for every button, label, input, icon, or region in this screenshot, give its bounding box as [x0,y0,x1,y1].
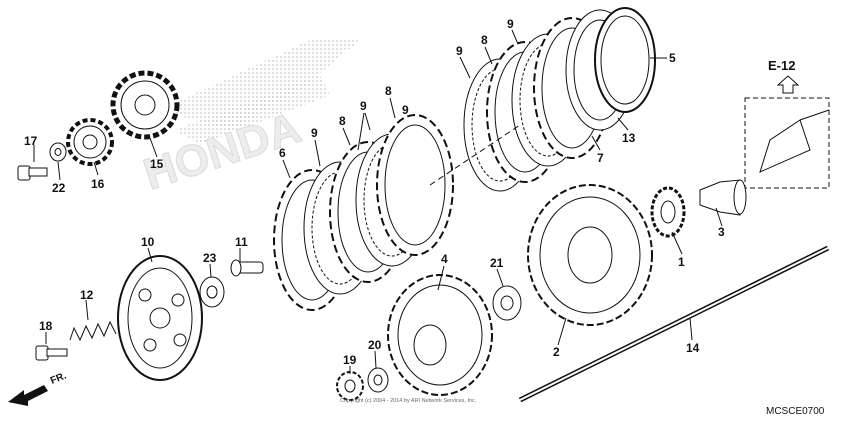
callout-10[interactable]: 10 [141,235,155,249]
leader-lines [33,29,723,374]
callout-3[interactable]: 3 [718,225,725,239]
image-code: MCSCE0700 [766,406,825,417]
part-21-washer [492,285,522,321]
callout-8-a[interactable]: 8 [339,114,346,128]
callout-1[interactable]: 1 [678,255,685,269]
part-12-spring [69,320,117,342]
callout-19[interactable]: 19 [343,353,357,367]
callout-9-b[interactable]: 9 [360,99,367,113]
reference-label[interactable]: E-12 [768,58,795,73]
part-11-pin [230,259,264,277]
callout-21[interactable]: 21 [490,256,504,270]
callout-11[interactable]: 11 [235,235,248,249]
callout-16[interactable]: 16 [91,177,105,191]
callout-5[interactable]: 5 [669,51,676,65]
callout-2[interactable]: 2 [553,345,560,359]
part-1-gear [650,186,686,238]
callout-8-c[interactable]: 8 [481,33,488,47]
callout-17[interactable]: 17 [24,134,38,148]
callout-22[interactable]: 22 [52,181,66,195]
part-19-nut [336,371,364,401]
part-8-friction-disc-b [376,114,454,256]
part-14-pushrod [518,245,830,403]
callout-18[interactable]: 18 [39,319,53,333]
part-4-clutch-center [387,274,493,396]
part-22-washer [49,142,67,162]
callout-12[interactable]: 12 [80,288,94,302]
callout-13[interactable]: 13 [622,131,636,145]
part-5-ring [594,7,656,113]
part-2-clutch-outer [527,184,653,326]
front-label: FR. [49,370,68,386]
callout-9-e[interactable]: 9 [402,103,409,117]
callout-7[interactable]: 7 [597,151,604,165]
part-17-bolt [17,165,48,181]
part-16-sprocket [66,118,114,166]
callout-8-b[interactable]: 8 [385,84,392,98]
callout-9-a[interactable]: 9 [311,126,318,140]
callouts: 1 2 3 4 5 6 7 8 8 8 9 9 9 9 9 10 11 12 1… [24,17,725,367]
callout-6[interactable]: 6 [279,146,286,160]
callout-14[interactable]: 14 [686,341,700,355]
callout-9-d[interactable]: 9 [507,17,514,31]
part-23-bearing [199,276,225,308]
part-15-gear [110,70,180,140]
callout-4[interactable]: 4 [441,252,448,266]
callout-23[interactable]: 23 [203,251,217,265]
front-direction-arrow: FR. [8,370,68,406]
part-20-washer [367,367,389,393]
part-18-bolt [35,345,68,361]
part-10-pressure-plate [117,255,203,381]
part-3-collar [699,179,747,216]
reference-box [744,75,830,189]
callout-20[interactable]: 20 [368,338,382,352]
callout-9-c[interactable]: 9 [456,44,463,58]
callout-15[interactable]: 15 [150,157,164,171]
copyright-text: Copyright (c) 2004 - 2014 by ARI Network… [340,398,477,404]
